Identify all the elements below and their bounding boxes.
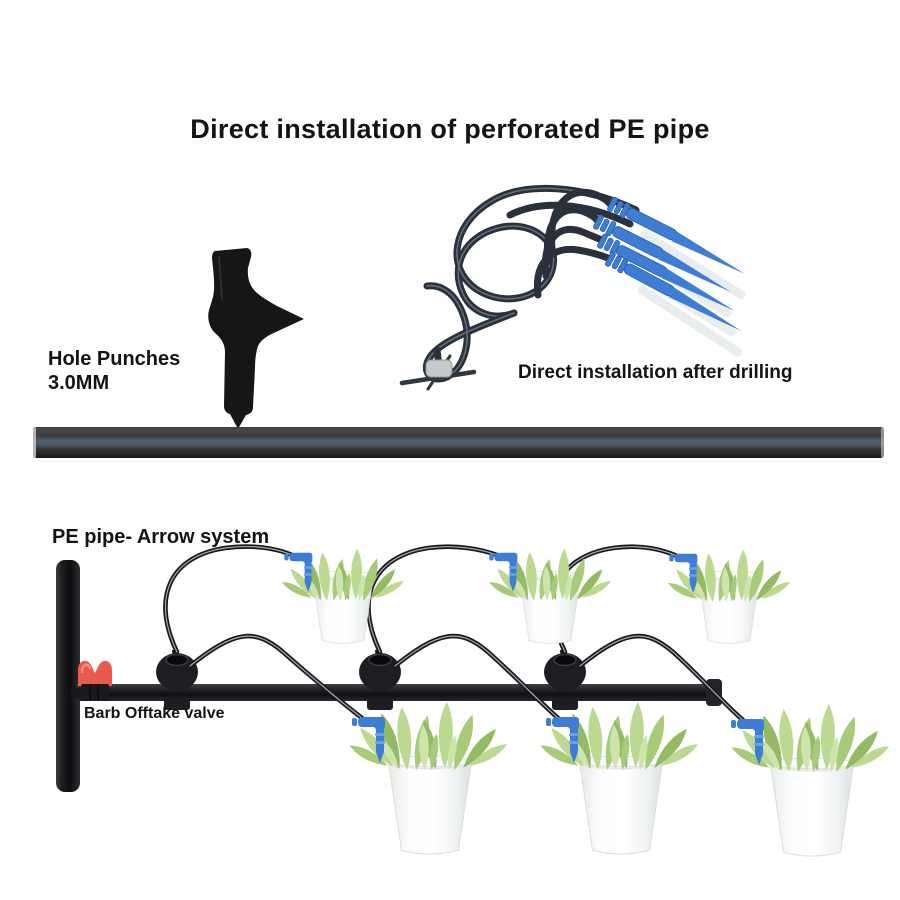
drilling-install-label: Direct installation after drilling <box>518 362 793 383</box>
perforated-pe-pipe-bar <box>33 427 884 458</box>
bottom-row-plants <box>347 702 891 857</box>
supply-pipe-vertical <box>56 560 80 792</box>
valve-handle <box>77 660 113 686</box>
dripper-tube-coil-illustration <box>399 184 760 391</box>
page-title: Direct installation of perforated PE pip… <box>190 114 710 144</box>
valve-body <box>81 684 109 701</box>
plant-pot <box>578 755 664 855</box>
hole-punch-label: Hole Punches 3.0MM <box>48 348 238 395</box>
barb-offtake-valve-label: Barb Offtake valve <box>84 705 225 722</box>
hole-punch-label-line2: 3.0MM <box>48 371 110 394</box>
arrow-system-label: PE pipe- Arrow system <box>52 526 270 548</box>
drip-tubes-bottom-row <box>187 633 746 723</box>
hole-punch-tool <box>208 248 304 429</box>
hole-punch-label-line1: Hole Punches <box>48 348 181 370</box>
plant-pot <box>769 757 855 857</box>
hole-punch-tool-illustration <box>208 248 304 429</box>
hole-punch-highlight <box>218 255 223 301</box>
barb-offtake-valve <box>71 660 113 701</box>
tube-end-connector <box>399 354 477 391</box>
plant-pot <box>387 755 473 855</box>
dripper-feed-tubes <box>533 188 614 299</box>
coiled-tubing <box>422 184 640 383</box>
top-row-plants <box>280 548 791 644</box>
arrow-system-diagram <box>56 544 891 857</box>
